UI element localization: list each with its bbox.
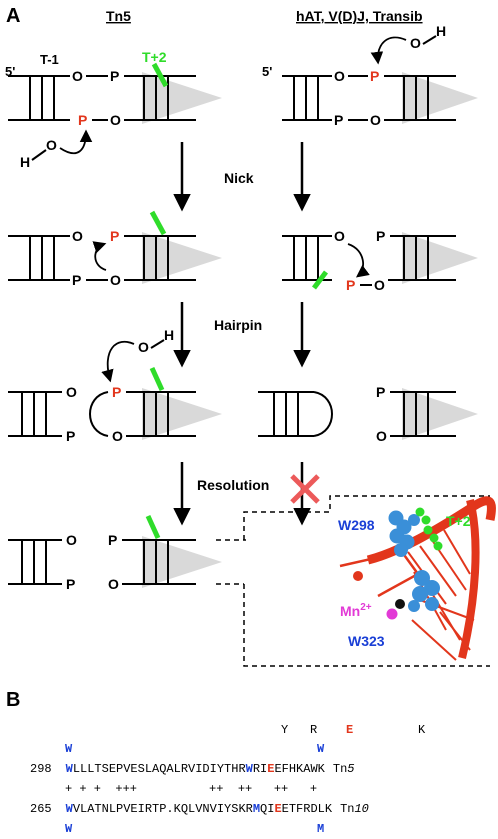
oxygen-label: O — [138, 339, 149, 355]
oxygen-label: O — [376, 428, 387, 444]
mn-label: Mn2+ — [340, 602, 372, 619]
hydrogen-label: H — [436, 23, 446, 39]
phosphorus-label: P — [376, 384, 385, 400]
tn5-title: Tn5 — [106, 8, 131, 24]
top-markers: Y R E K — [281, 723, 426, 737]
oxygen-label: O — [46, 137, 57, 153]
panel-b-label: B — [6, 689, 20, 711]
hat-nicked-dna: O P P O — [282, 228, 478, 293]
hairpin-step-label: Hairpin — [214, 317, 262, 333]
similarity-line: + + + +++ ++ ++ ++ + — [65, 782, 317, 796]
conserved-w-top: W W — [65, 742, 325, 756]
phosphorus-label: P — [72, 272, 81, 288]
oxygen-label: O — [410, 35, 421, 51]
oxygen-label: O — [334, 68, 345, 84]
t-minus-1-label: T-1 — [40, 52, 59, 67]
oxygen-label: O — [374, 277, 385, 293]
oxygen-label: O — [110, 112, 121, 128]
phosphorus-label: P — [110, 68, 119, 84]
hydrogen-label: H — [20, 154, 30, 170]
phosphorus-label: P — [66, 576, 75, 592]
phosphorus-label: P — [334, 112, 343, 128]
tn5-initial-dna: 5' T-1 O P P O T+2 H O — [5, 49, 222, 170]
oxygen-label: O — [334, 228, 345, 244]
scissile-phosphorus-label: P — [78, 112, 87, 128]
oxygen-label: O — [370, 112, 381, 128]
tn5-resolved-dna: O P P O — [8, 514, 222, 592]
resolution-step-label: Resolution — [197, 477, 269, 493]
w298-label: W298 — [338, 517, 375, 533]
oxygen-label: O — [110, 272, 121, 288]
structure-inset: W298 T+2 Mn2+ W323 — [243, 495, 496, 667]
five-prime-label: 5' — [5, 64, 15, 79]
scissile-phosphorus-label: P — [110, 228, 119, 244]
t-plus-2-label: T+2 — [142, 49, 167, 65]
oxygen-label: O — [72, 228, 83, 244]
panel-a-label: A — [6, 5, 20, 27]
hat-vdj-transib-title: hAT, V(D)J, Transib — [296, 8, 423, 24]
hydrogen-label: H — [164, 327, 174, 343]
tn5-hairpin-dna: O P P O O H — [8, 327, 222, 444]
phosphorus-label: P — [108, 532, 117, 548]
oxygen-label: O — [112, 428, 123, 444]
phosphorus-label: P — [376, 228, 385, 244]
oxygen-label: O — [66, 384, 77, 400]
nick-step-label: Nick — [224, 170, 254, 186]
w323-label: W323 — [348, 633, 385, 649]
inset-t-plus-2-label: T+2 — [446, 513, 471, 529]
five-prime-label: 5' — [262, 64, 272, 79]
blocked-x-icon — [290, 474, 320, 504]
scissile-phosphorus-label: P — [346, 277, 355, 293]
scissile-phosphorus-label: P — [112, 384, 121, 400]
conserved-w-bottom: W M — [65, 822, 324, 836]
oxygen-label: O — [66, 532, 77, 548]
t-plus-2-marker — [151, 62, 169, 88]
tn5-nicked-dna: O P P O — [8, 210, 222, 288]
oxygen-label: O — [72, 68, 83, 84]
scissile-phosphorus-label: P — [370, 68, 379, 84]
phosphorus-label: P — [66, 428, 75, 444]
oxygen-label: O — [108, 576, 119, 592]
hat-hairpin-dna: P O — [258, 384, 478, 444]
hat-initial-dna: 5' O P P O O H — [262, 23, 478, 128]
